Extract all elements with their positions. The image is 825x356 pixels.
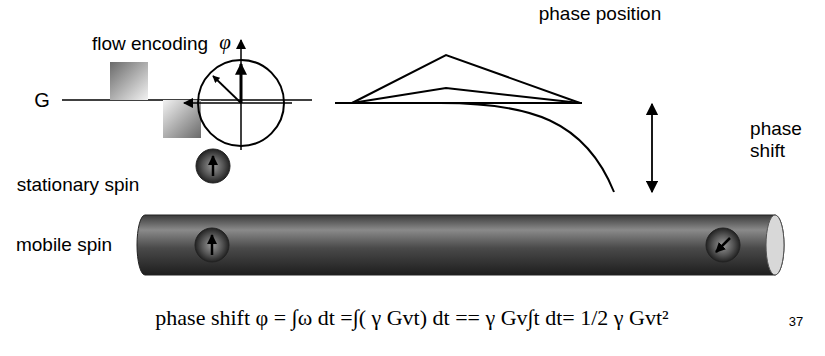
stationary-phase-curve xyxy=(352,55,580,103)
small-phase-curve xyxy=(352,88,580,103)
horizontal-axis xyxy=(184,102,292,104)
shifted-phase-vector xyxy=(213,76,241,103)
phase-shift-label: phase shift xyxy=(750,118,802,162)
plot-title: phase position xyxy=(539,3,662,25)
mobile-spin-sphere xyxy=(706,228,740,262)
spin-label: stationary spin xyxy=(17,174,140,196)
moving-phase-curve xyxy=(440,103,614,192)
spin-arrow xyxy=(212,156,215,176)
page-number: 37 xyxy=(789,315,803,330)
spin-label: mobile spin xyxy=(16,234,112,256)
phase-symbol: φ xyxy=(219,30,231,54)
phase-vector xyxy=(240,64,243,103)
stationary-spin-sphere xyxy=(196,149,230,183)
spin-arrow xyxy=(716,238,730,252)
tube-end xyxy=(766,215,784,275)
axis-label: G xyxy=(34,89,50,112)
gradient-label: flow encoding xyxy=(92,33,208,55)
vertical-axis xyxy=(240,40,242,150)
positive-gradient-lobe xyxy=(110,62,148,100)
negative-gradient-lobe xyxy=(163,100,201,138)
formula: phase shift φ = ∫ω dt =∫( γ Gvt) dt == γ… xyxy=(155,305,668,330)
phase-shift-arrow xyxy=(651,104,653,192)
mobile-spin-sphere xyxy=(195,228,229,262)
vessel-tube xyxy=(137,215,784,275)
spin-arrow xyxy=(211,235,214,255)
